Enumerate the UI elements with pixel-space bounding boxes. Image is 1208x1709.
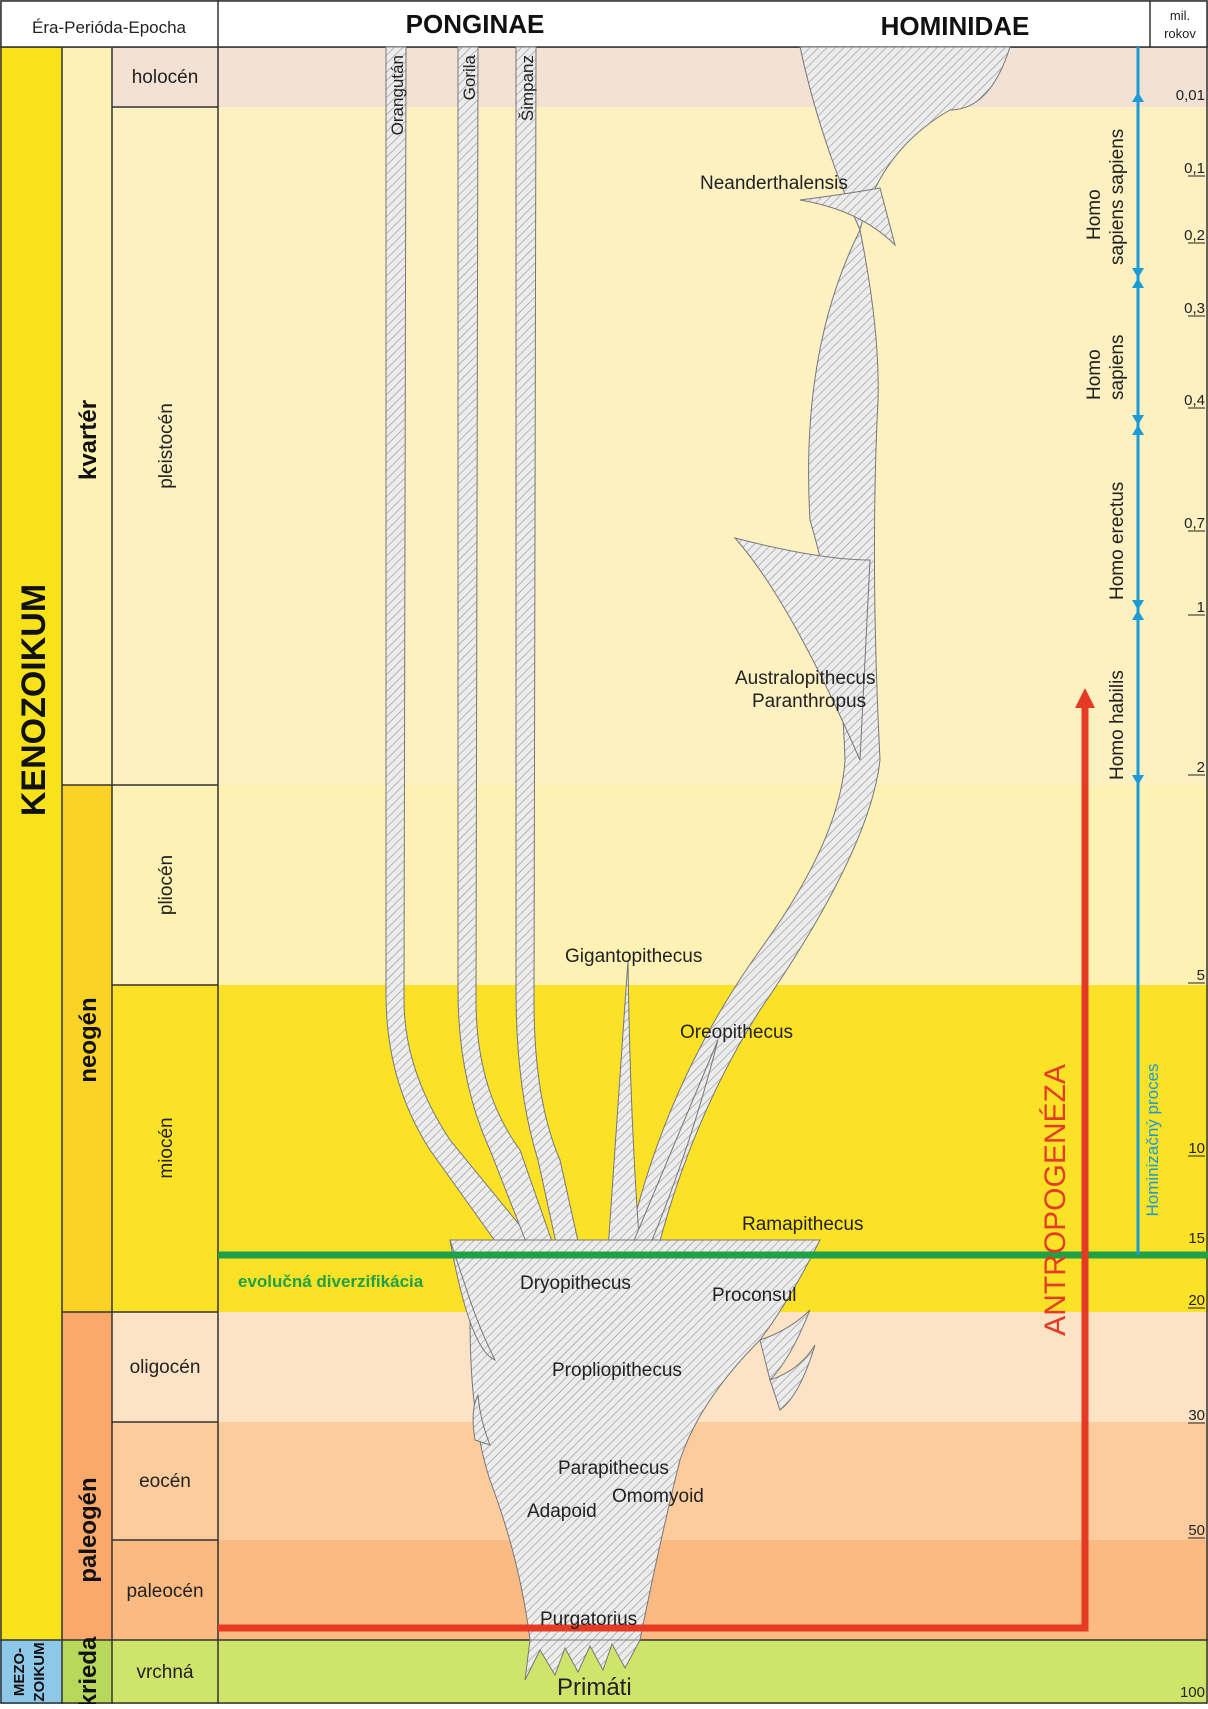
- era-period-epoch-header: Éra-Perióda-Epocha: [32, 18, 187, 37]
- neogen-label: neogén: [75, 997, 102, 1082]
- dryopithecus-label: Dryopithecus: [520, 1273, 631, 1294]
- simpanz-label: Šimpanz: [518, 55, 537, 121]
- primati-label: Primáti: [557, 1674, 632, 1701]
- krieda-label: krieda: [75, 1636, 102, 1704]
- mezozoikum-label-2: ZOIKUM: [31, 1642, 48, 1701]
- orangutan-label: Orangután: [388, 55, 407, 135]
- pliocene-band: [218, 785, 1208, 985]
- hs-label-2: sapiens: [1107, 335, 1128, 401]
- age-label-0-2: 0,2: [1184, 227, 1205, 244]
- adapoid-label: Adapoid: [527, 1501, 597, 1522]
- habilis-label: Homo habilis: [1107, 670, 1128, 780]
- antropogeneza-label: ANTROPOGENÉZA: [1039, 1064, 1072, 1336]
- age-label-100: 100: [1180, 1684, 1205, 1701]
- age-label-10: 10: [1188, 1140, 1205, 1157]
- gigantopithecus-label: Gigantopithecus: [565, 946, 702, 967]
- purgatorius-label: Purgatorius: [540, 1609, 637, 1630]
- kvarter-label: kvartér: [75, 400, 102, 480]
- hs-label-1: Homo: [1084, 349, 1105, 400]
- age-label-15: 15: [1188, 1230, 1205, 1247]
- age-label-2: 2: [1197, 759, 1205, 776]
- age-label-30: 30: [1188, 1407, 1205, 1424]
- paleogen-cell: [62, 1312, 112, 1640]
- erectus-label: Homo erectus: [1107, 482, 1128, 600]
- vrchna-label: vrchná: [136, 1662, 193, 1683]
- pliocen-label: pliocén: [156, 855, 177, 915]
- hss-label-1: Homo: [1084, 189, 1105, 240]
- hominidae-header: HOMINIDAE: [881, 11, 1030, 41]
- eocen-label: eocén: [139, 1471, 191, 1492]
- age-label-5: 5: [1197, 967, 1205, 984]
- ramapithecus-label: Ramapithecus: [742, 1214, 863, 1235]
- age-label-20: 20: [1188, 1292, 1205, 1309]
- pleistocen-label: pleistocén: [156, 403, 177, 489]
- age-label-0-7: 0,7: [1184, 515, 1205, 532]
- paleogen-label: paleogén: [75, 1477, 102, 1582]
- age-label-1: 1: [1197, 599, 1205, 616]
- age-label-0-1: 0,1: [1184, 160, 1205, 177]
- propliopithecus-label: Propliopithecus: [552, 1360, 682, 1381]
- mezozoikum-label-1: MEZO-: [11, 1648, 28, 1696]
- age-label-0-4: 0,4: [1184, 392, 1205, 409]
- neanderthalensis-label: Neanderthalensis: [700, 173, 848, 194]
- cretaceous-band: [218, 1640, 1208, 1704]
- paleocen-label: paleocén: [126, 1581, 203, 1602]
- oreopithecus-label: Oreopithecus: [680, 1022, 793, 1043]
- hss-label-2: sapiens sapiens: [1107, 129, 1128, 265]
- pleistocene-band: [218, 107, 1208, 785]
- holocen-label: holocén: [132, 67, 199, 88]
- hominizacny-label: Hominizačný proces: [1143, 1063, 1162, 1216]
- diversification-label: evolučná diverzifikácia: [238, 1272, 424, 1291]
- unit-label-1: mil.: [1170, 8, 1190, 23]
- omomyoid-label: Omomyoid: [612, 1486, 704, 1507]
- age-label-0-3: 0,3: [1184, 300, 1205, 317]
- miocen-label: miocén: [156, 1117, 177, 1178]
- paranthropus-label: Paranthropus: [752, 691, 866, 712]
- age-label-50: 50: [1188, 1522, 1205, 1539]
- australopithecus-label: Australopithecus: [735, 668, 875, 689]
- unit-label-2: rokov: [1164, 26, 1196, 41]
- eocene-band: [218, 1422, 1208, 1540]
- oligocen-label: oligocén: [130, 1357, 201, 1378]
- ponginae-header: PONGINAE: [406, 9, 545, 39]
- gorila-label: Gorila: [460, 54, 479, 100]
- parapithecus-label: Parapithecus: [558, 1458, 669, 1479]
- proconsul-label: Proconsul: [712, 1285, 797, 1306]
- kenozoikum-cell: [0, 47, 62, 1640]
- age-label-0-01: 0,01: [1176, 87, 1205, 104]
- holocene-band: [218, 47, 1208, 107]
- kenozoikum-label: KENOZOIKUM: [15, 584, 53, 816]
